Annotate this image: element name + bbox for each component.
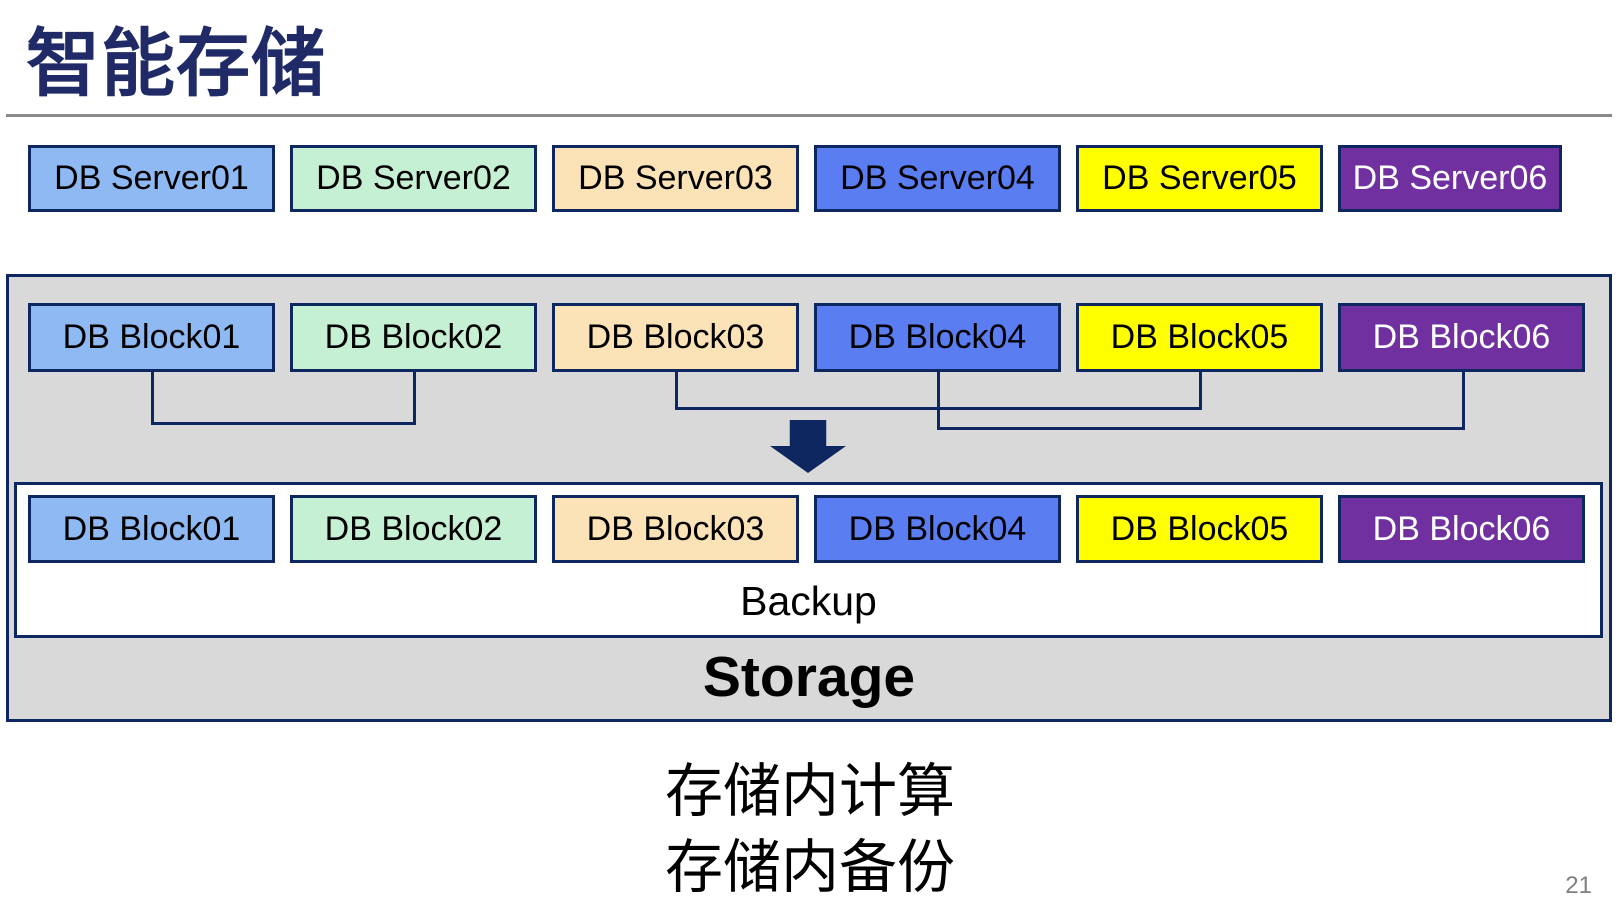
db-server-box-6: DB Server06: [1338, 145, 1562, 212]
db-block-backup-box-3: DB Block03: [552, 495, 799, 563]
connector-bracket1-right: [413, 372, 416, 425]
db-block-top-box-2: DB Block02: [290, 303, 537, 372]
db-block-top-box-1: DB Block01: [28, 303, 275, 372]
db-block-top-box-4: DB Block04: [814, 303, 1061, 372]
db-block-top-box-3: DB Block03: [552, 303, 799, 372]
connector-bracket3-bottom: [937, 427, 1465, 430]
db-block-backup-box-1: DB Block01: [28, 495, 275, 563]
connector-bracket2-right: [1199, 372, 1202, 410]
db-server-box-5: DB Server05: [1076, 145, 1323, 212]
db-block-top-box-6: DB Block06: [1338, 303, 1585, 372]
caption-line-2: 存储内备份: [664, 835, 955, 900]
connector-bracket1-left: [151, 372, 154, 422]
db-server-box-3: DB Server03: [552, 145, 799, 212]
page-number: 21: [1565, 872, 1592, 899]
caption-line-1: 存储内计算: [664, 759, 955, 824]
db-block-backup-box-5: DB Block05: [1076, 495, 1323, 563]
title-divider: [6, 114, 1612, 117]
db-server-box-1: DB Server01: [28, 145, 275, 212]
backup-label: Backup: [740, 578, 877, 624]
db-block-backup-box-2: DB Block02: [290, 495, 537, 563]
caption-block: 存储内计算 存储内备份: [0, 754, 1620, 906]
db-server-box-4: DB Server04: [814, 145, 1061, 212]
db-block-backup-box-4: DB Block04: [814, 495, 1061, 563]
connector-bracket1-bottom: [151, 422, 416, 425]
db-server-box-2: DB Server02: [290, 145, 537, 212]
connector-bracket3-left: [937, 372, 940, 427]
page-title: 智能存储: [26, 22, 326, 105]
connector-bracket3-right: [1462, 372, 1465, 430]
db-block-top-box-5: DB Block05: [1076, 303, 1323, 372]
db-block-backup-box-6: DB Block06: [1338, 495, 1585, 563]
storage-label: Storage: [702, 645, 916, 709]
connector-bracket2-left: [675, 372, 678, 407]
